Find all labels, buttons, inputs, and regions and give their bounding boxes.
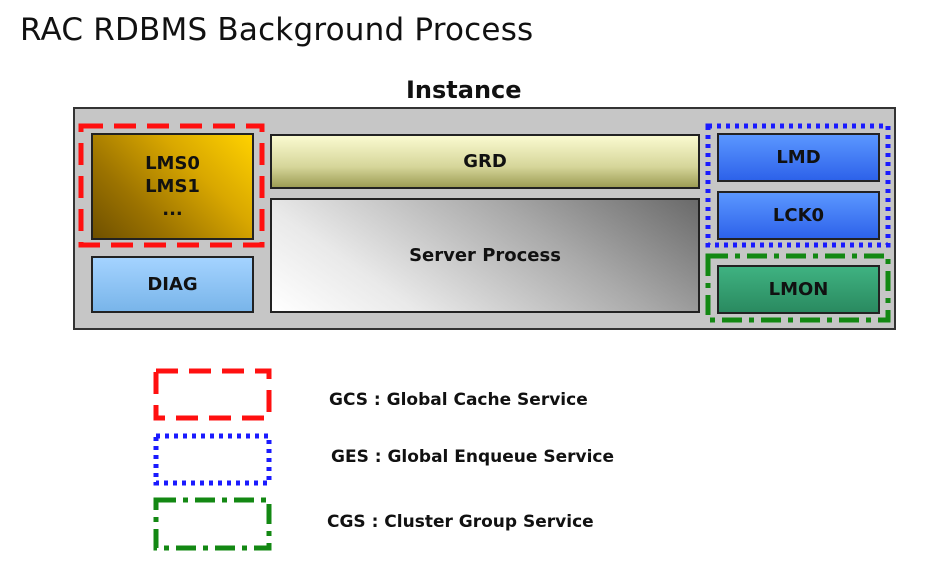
lmd-box: LMD [717,133,880,182]
lms-line-0: LMS0 [145,153,200,174]
ges-group-outline [705,123,891,248]
diag-box: DIAG [91,256,254,313]
gcs-legend-swatch [153,368,272,421]
lck0-box: LCK0 [717,191,880,240]
lms-box: LMS0 LMS1 ... [91,133,254,240]
ges-legend-label: GES : Global Enqueue Service [331,447,615,467]
instance-label: Instance [406,76,522,104]
cgs-legend-swatch [153,497,272,551]
lmon-box: LMON [717,265,880,314]
ges-legend-swatch [153,433,272,486]
lms-line-1: LMS1 [145,176,200,197]
page-title: RAC RDBMS Background Process [20,12,534,48]
grd-label: GRD [463,151,507,172]
server-process-label: Server Process [409,245,561,266]
diag-label: DIAG [147,274,198,295]
lck0-label: LCK0 [772,205,825,226]
lmon-label: LMON [768,279,829,300]
gcs-group-outline [78,123,265,248]
cgs-legend-label: CGS : Cluster Group Service [327,512,594,532]
server-process-box: Server Process [270,198,700,313]
grd-box: GRD [270,134,700,189]
cgs-group-outline [705,253,891,323]
lmd-label: LMD [776,147,821,168]
lms-line-2: ... [162,199,183,220]
gcs-legend-label: GCS : Global Cache Service [329,390,588,410]
